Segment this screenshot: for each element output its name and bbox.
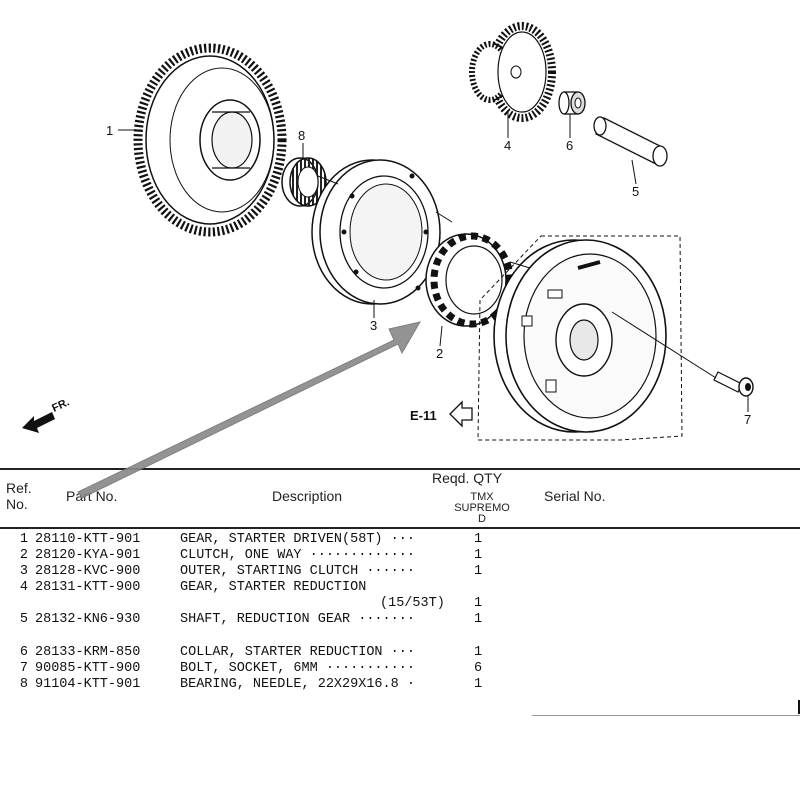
callout-leader-lines <box>118 110 749 412</box>
part-5-reduction-shaft <box>593 116 668 167</box>
part-4-starter-reduction-gear <box>469 22 556 122</box>
right-edge-mark <box>798 700 800 714</box>
assembly-center-lines <box>317 175 717 379</box>
part-8-needle-bearing <box>281 157 327 207</box>
header-part-no: Part No. <box>66 488 118 504</box>
callout-3: 3 <box>370 318 377 333</box>
header-ref-no: Ref. No. <box>6 480 32 512</box>
exploded-parts-diagram: 1 8 4 6 5 3 2 7 FR. E-11 <box>22 22 754 441</box>
table-top-rule <box>0 468 800 470</box>
flywheel-reference-assembly <box>477 235 683 441</box>
callout-2: 2 <box>436 346 443 361</box>
part-1-starter-driven-gear <box>133 43 287 237</box>
reference-arrow-icon <box>449 400 473 428</box>
callout-1: 1 <box>106 123 113 138</box>
table-header-rule <box>0 527 800 529</box>
header-serial-no: Serial No. <box>544 488 606 504</box>
callout-8: 8 <box>298 128 305 143</box>
front-direction-indicator: FR. <box>22 396 71 433</box>
svg-text:FR.: FR. <box>50 396 71 414</box>
e11-reference: E-11 <box>410 400 473 428</box>
table-row-continuation: (15/53T)1 <box>380 596 483 611</box>
header-description: Description <box>272 488 343 504</box>
callout-7: 7 <box>744 412 751 427</box>
callout-5: 5 <box>632 184 639 199</box>
part-3-starting-clutch-outer <box>311 159 441 305</box>
callout-6: 6 <box>566 138 573 153</box>
callout-4: 4 <box>504 138 511 153</box>
header-reqd-qty: Reqd. QTY <box>432 470 503 486</box>
front-arrow-icon <box>22 412 55 433</box>
part-7-socket-bolt <box>713 371 754 397</box>
header-model: TMX SUPREMO D <box>454 491 510 525</box>
part-6-collar <box>558 91 586 115</box>
svg-text:E-11: E-11 <box>410 408 437 423</box>
right-margin-rule <box>532 715 800 716</box>
